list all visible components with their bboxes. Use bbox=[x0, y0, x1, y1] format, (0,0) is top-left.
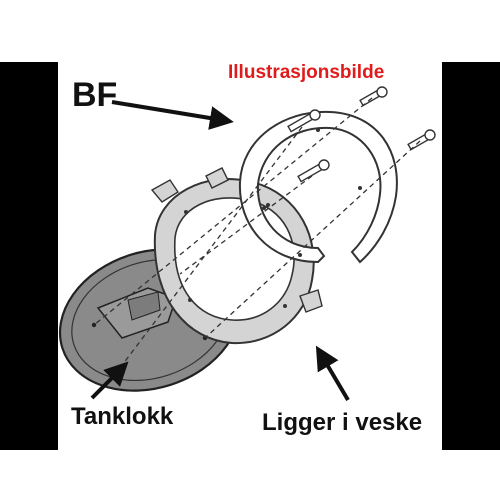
bolt bbox=[407, 129, 436, 151]
assembly-guide-lines bbox=[93, 97, 421, 369]
illustration-label: Illustrasjonsbilde bbox=[228, 62, 385, 83]
ring-hole bbox=[262, 206, 266, 210]
ring-hole bbox=[358, 186, 362, 190]
right-black-border bbox=[442, 62, 500, 450]
bolt bbox=[287, 109, 321, 133]
flange-hole bbox=[188, 298, 192, 302]
tank-cap-arrow bbox=[90, 361, 129, 400]
cap-screw-hole bbox=[91, 322, 97, 328]
bolt bbox=[359, 86, 388, 107]
tank-cap-label: Tanklokk bbox=[71, 403, 174, 430]
flange-hole bbox=[283, 304, 287, 308]
bf-label: BF bbox=[72, 76, 118, 114]
flange-hole bbox=[184, 210, 188, 214]
in-bag-label: Ligger i veske bbox=[262, 409, 423, 436]
ring-hole bbox=[298, 253, 302, 257]
in-bag-arrow bbox=[315, 345, 350, 402]
bf-ring bbox=[238, 110, 398, 264]
left-black-border bbox=[0, 62, 58, 450]
bolt bbox=[297, 159, 330, 183]
ring-hole bbox=[316, 128, 320, 132]
flange-hole bbox=[266, 203, 270, 207]
bf-arrow bbox=[111, 100, 234, 130]
